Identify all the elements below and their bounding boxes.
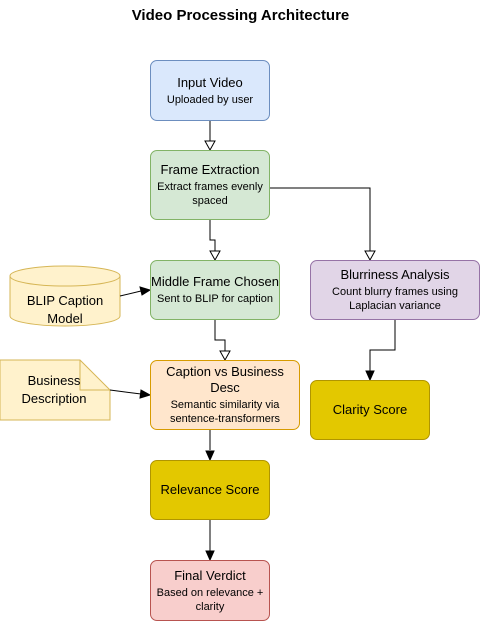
- node-frame-extraction-title: Frame Extraction: [160, 162, 260, 177]
- blip-model-cylinder: [9, 265, 121, 327]
- diagram-title: Video Processing Architecture: [131, 7, 350, 24]
- node-input-video: Input Video Uploaded by user: [150, 60, 270, 121]
- node-middle-frame: Middle Frame Chosen Sent to BLIP for cap…: [150, 260, 280, 320]
- node-frame-extraction-subtitle: Extract frames evenly spaced: [157, 181, 263, 207]
- edge-blip-to-middle: [119, 286, 152, 297]
- node-caption-vs-business-subtitle: Semantic similarity via sentence-transfo…: [169, 399, 281, 425]
- edge-caption-to-relevance: [205, 430, 215, 462]
- edge-frame-to-blurriness: [270, 187, 376, 262]
- business-description-note: [0, 359, 111, 421]
- node-caption-vs-business: Caption vs Business Desc Semantic simila…: [150, 360, 300, 430]
- node-caption-vs-business-title: Caption vs Business Desc: [166, 364, 284, 395]
- edge-frame-to-middle: [209, 220, 221, 262]
- node-input-video-subtitle: Uploaded by user: [166, 93, 254, 106]
- node-clarity-score: Clarity Score: [310, 380, 430, 440]
- node-clarity-score-title: Clarity Score: [332, 402, 408, 417]
- node-frame-extraction: Frame Extraction Extract frames evenly s…: [150, 150, 270, 220]
- node-relevance-score-title: Relevance Score: [160, 482, 260, 497]
- node-relevance-score: Relevance Score: [150, 460, 270, 520]
- node-middle-frame-subtitle: Sent to BLIP for caption: [157, 293, 273, 305]
- node-final-verdict-title: Final Verdict: [174, 567, 246, 583]
- edge-middle-to-caption: [214, 320, 231, 362]
- node-middle-frame-title: Middle Frame Chosen: [151, 274, 279, 289]
- blip-model-label: BLIP Caption Model: [26, 293, 104, 326]
- node-final-verdict: Final Verdict Based on relevance + clari…: [150, 560, 270, 621]
- node-final-verdict-subtitle: Based on relevance + clarity: [156, 586, 264, 613]
- edge-relevance-to-final: [205, 520, 215, 562]
- node-blurriness-subtitle: Count blurry frames using Laplacian vari…: [332, 286, 458, 312]
- edge-input-to-frame: [204, 121, 216, 152]
- business-description-label: Business Description: [21, 373, 87, 406]
- edge-business-to-caption: [109, 389, 152, 399]
- node-blurriness-title: Blurriness Analysis: [340, 267, 450, 282]
- edge-blurriness-to-clarity: [365, 320, 396, 382]
- node-input-video-title: Input Video: [177, 74, 243, 90]
- node-blurriness-analysis: Blurriness Analysis Count blurry frames …: [310, 260, 480, 320]
